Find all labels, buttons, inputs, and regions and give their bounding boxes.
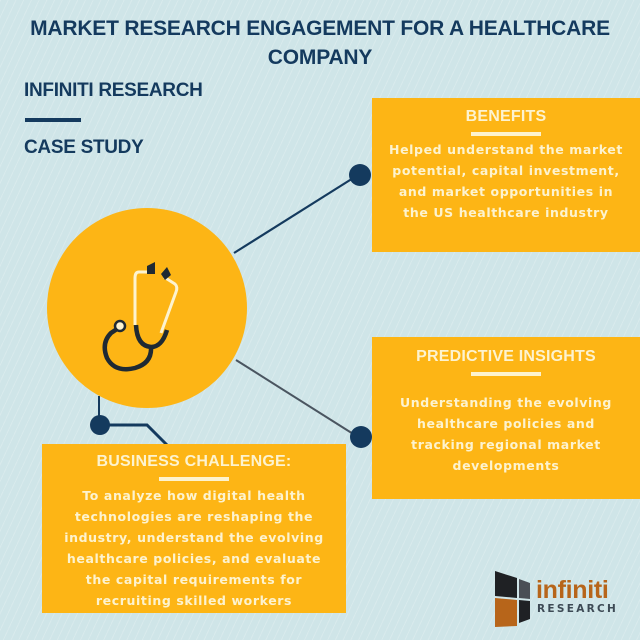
business-challenge-line: To analyze how digital health: [82, 488, 306, 503]
organization-label: INFINITI RESEARCH: [24, 80, 203, 101]
business-challenge-line: industry, understand the evolving: [64, 530, 324, 545]
heading-underline: [471, 132, 541, 136]
logo-subtitle: RESEARCH: [537, 603, 619, 615]
title-line-2: COMPANY: [267, 46, 373, 69]
page-title: MARKET RESEARCH ENGAGEMENT FOR A HEALTHC…: [0, 14, 640, 72]
predictive-insights-heading: PREDICTIVE INSIGHTS: [416, 348, 596, 365]
logo-wordmark: infiniti: [536, 576, 609, 604]
benefits-line: Helped understand the market: [389, 142, 623, 157]
predictive-insights-card: PREDICTIVE INSIGHTS Understanding the ev…: [372, 337, 640, 499]
benefits-heading: BENEFITS: [465, 108, 547, 125]
title-line-1: MARKET RESEARCH ENGAGEMENT FOR A HEALTHC…: [30, 17, 610, 40]
document-type-label: CASE STUDY: [24, 137, 144, 158]
heading-underline: [159, 477, 229, 481]
heading-underline: [471, 372, 541, 376]
predictive-insights-line: developments: [452, 458, 560, 473]
business-challenge-line: technologies are reshaping the: [74, 509, 314, 524]
business-challenge-card: BUSINESS CHALLENGE: To analyze how digit…: [42, 444, 346, 613]
central-icon-circle: [47, 208, 247, 408]
predictive-insights-line: healthcare policies and: [417, 416, 595, 431]
divider: [25, 118, 81, 122]
business-challenge-line: the capital requirements for: [85, 572, 303, 587]
benefits-line: the US healthcare industry: [403, 205, 609, 220]
business-challenge-line: healthcare policies, and evaluate: [66, 551, 322, 566]
benefits-card: BENEFITS Helped understand the market po…: [372, 98, 640, 252]
stethoscope-icon: [102, 262, 179, 372]
business-challenge-heading: BUSINESS CHALLENGE:: [96, 453, 292, 470]
benefits-line: potential, capital investment,: [392, 163, 620, 178]
infiniti-logo-mark-icon: [495, 571, 530, 627]
predictive-insights-line: Understanding the evolving: [400, 395, 612, 410]
predictive-insights-line: tracking regional market: [411, 437, 601, 452]
benefits-line: and market opportunities in: [398, 184, 614, 199]
business-challenge-line: recruiting skilled workers: [95, 593, 293, 608]
